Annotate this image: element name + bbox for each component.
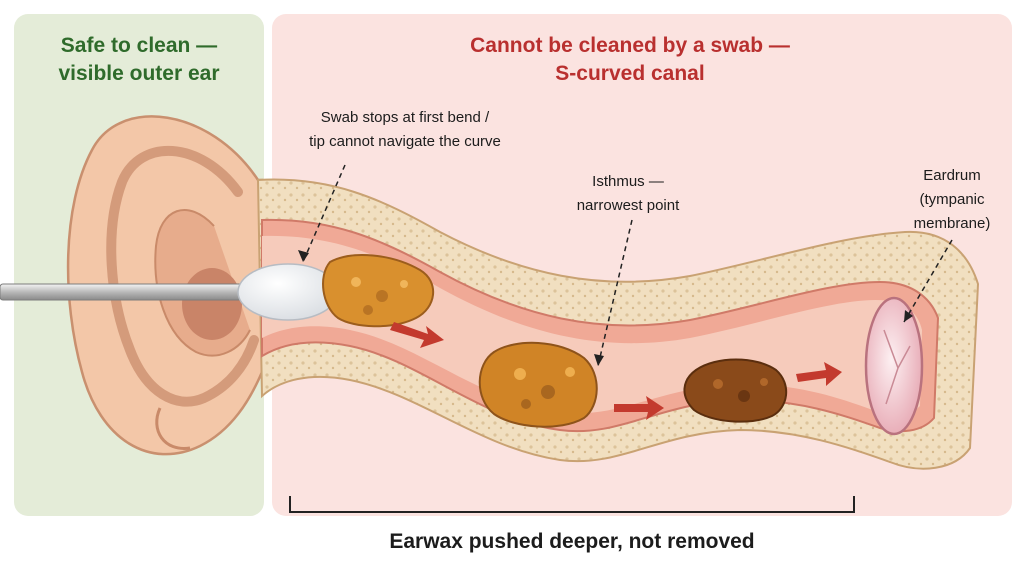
- isthmus-callout-line2: narrowest point: [577, 197, 680, 214]
- isthmus-callout-line1: Isthmus —: [592, 173, 664, 190]
- swab-callout-line2: tip cannot navigate the curve: [309, 133, 501, 150]
- isthmus-callout-leader: [597, 219, 633, 367]
- caption: Earwax pushed deeper, not removed: [389, 530, 754, 553]
- earwax-clump-icon: [683, 358, 787, 423]
- unsafe-panel-title-line2: S-curved canal: [555, 62, 704, 85]
- safe-panel-title-line2: visible outer ear: [58, 62, 219, 85]
- swab-callout-line1: Swab stops at first bend /: [321, 109, 490, 126]
- earwax-clump-icon: [322, 254, 435, 328]
- direction-arrow-icon: [390, 322, 444, 348]
- direction-arrow-icon: [796, 362, 842, 386]
- eardrum-callout-arrowhead: [904, 310, 913, 322]
- earwax-clump-icon: [478, 341, 598, 428]
- eardrum-callout-line2: (tympanic: [919, 191, 985, 208]
- eardrum-icon: [864, 296, 924, 436]
- direction-arrow-icon: [614, 396, 664, 420]
- eardrum-callout-line3: membrane): [914, 215, 991, 232]
- eardrum-callout-leader: [903, 239, 953, 323]
- safe-panel-title-line1: Safe to clean —: [61, 34, 217, 57]
- eardrum-callout-line1: Eardrum: [923, 167, 981, 184]
- swab-callout-arrowhead: [298, 250, 309, 262]
- cotton-swab-icon: [0, 263, 339, 321]
- isthmus-callout-arrowhead: [594, 354, 604, 366]
- unsafe-panel-title-line1: Cannot be cleaned by a swab —: [470, 34, 790, 57]
- caption-bracket: [289, 496, 855, 513]
